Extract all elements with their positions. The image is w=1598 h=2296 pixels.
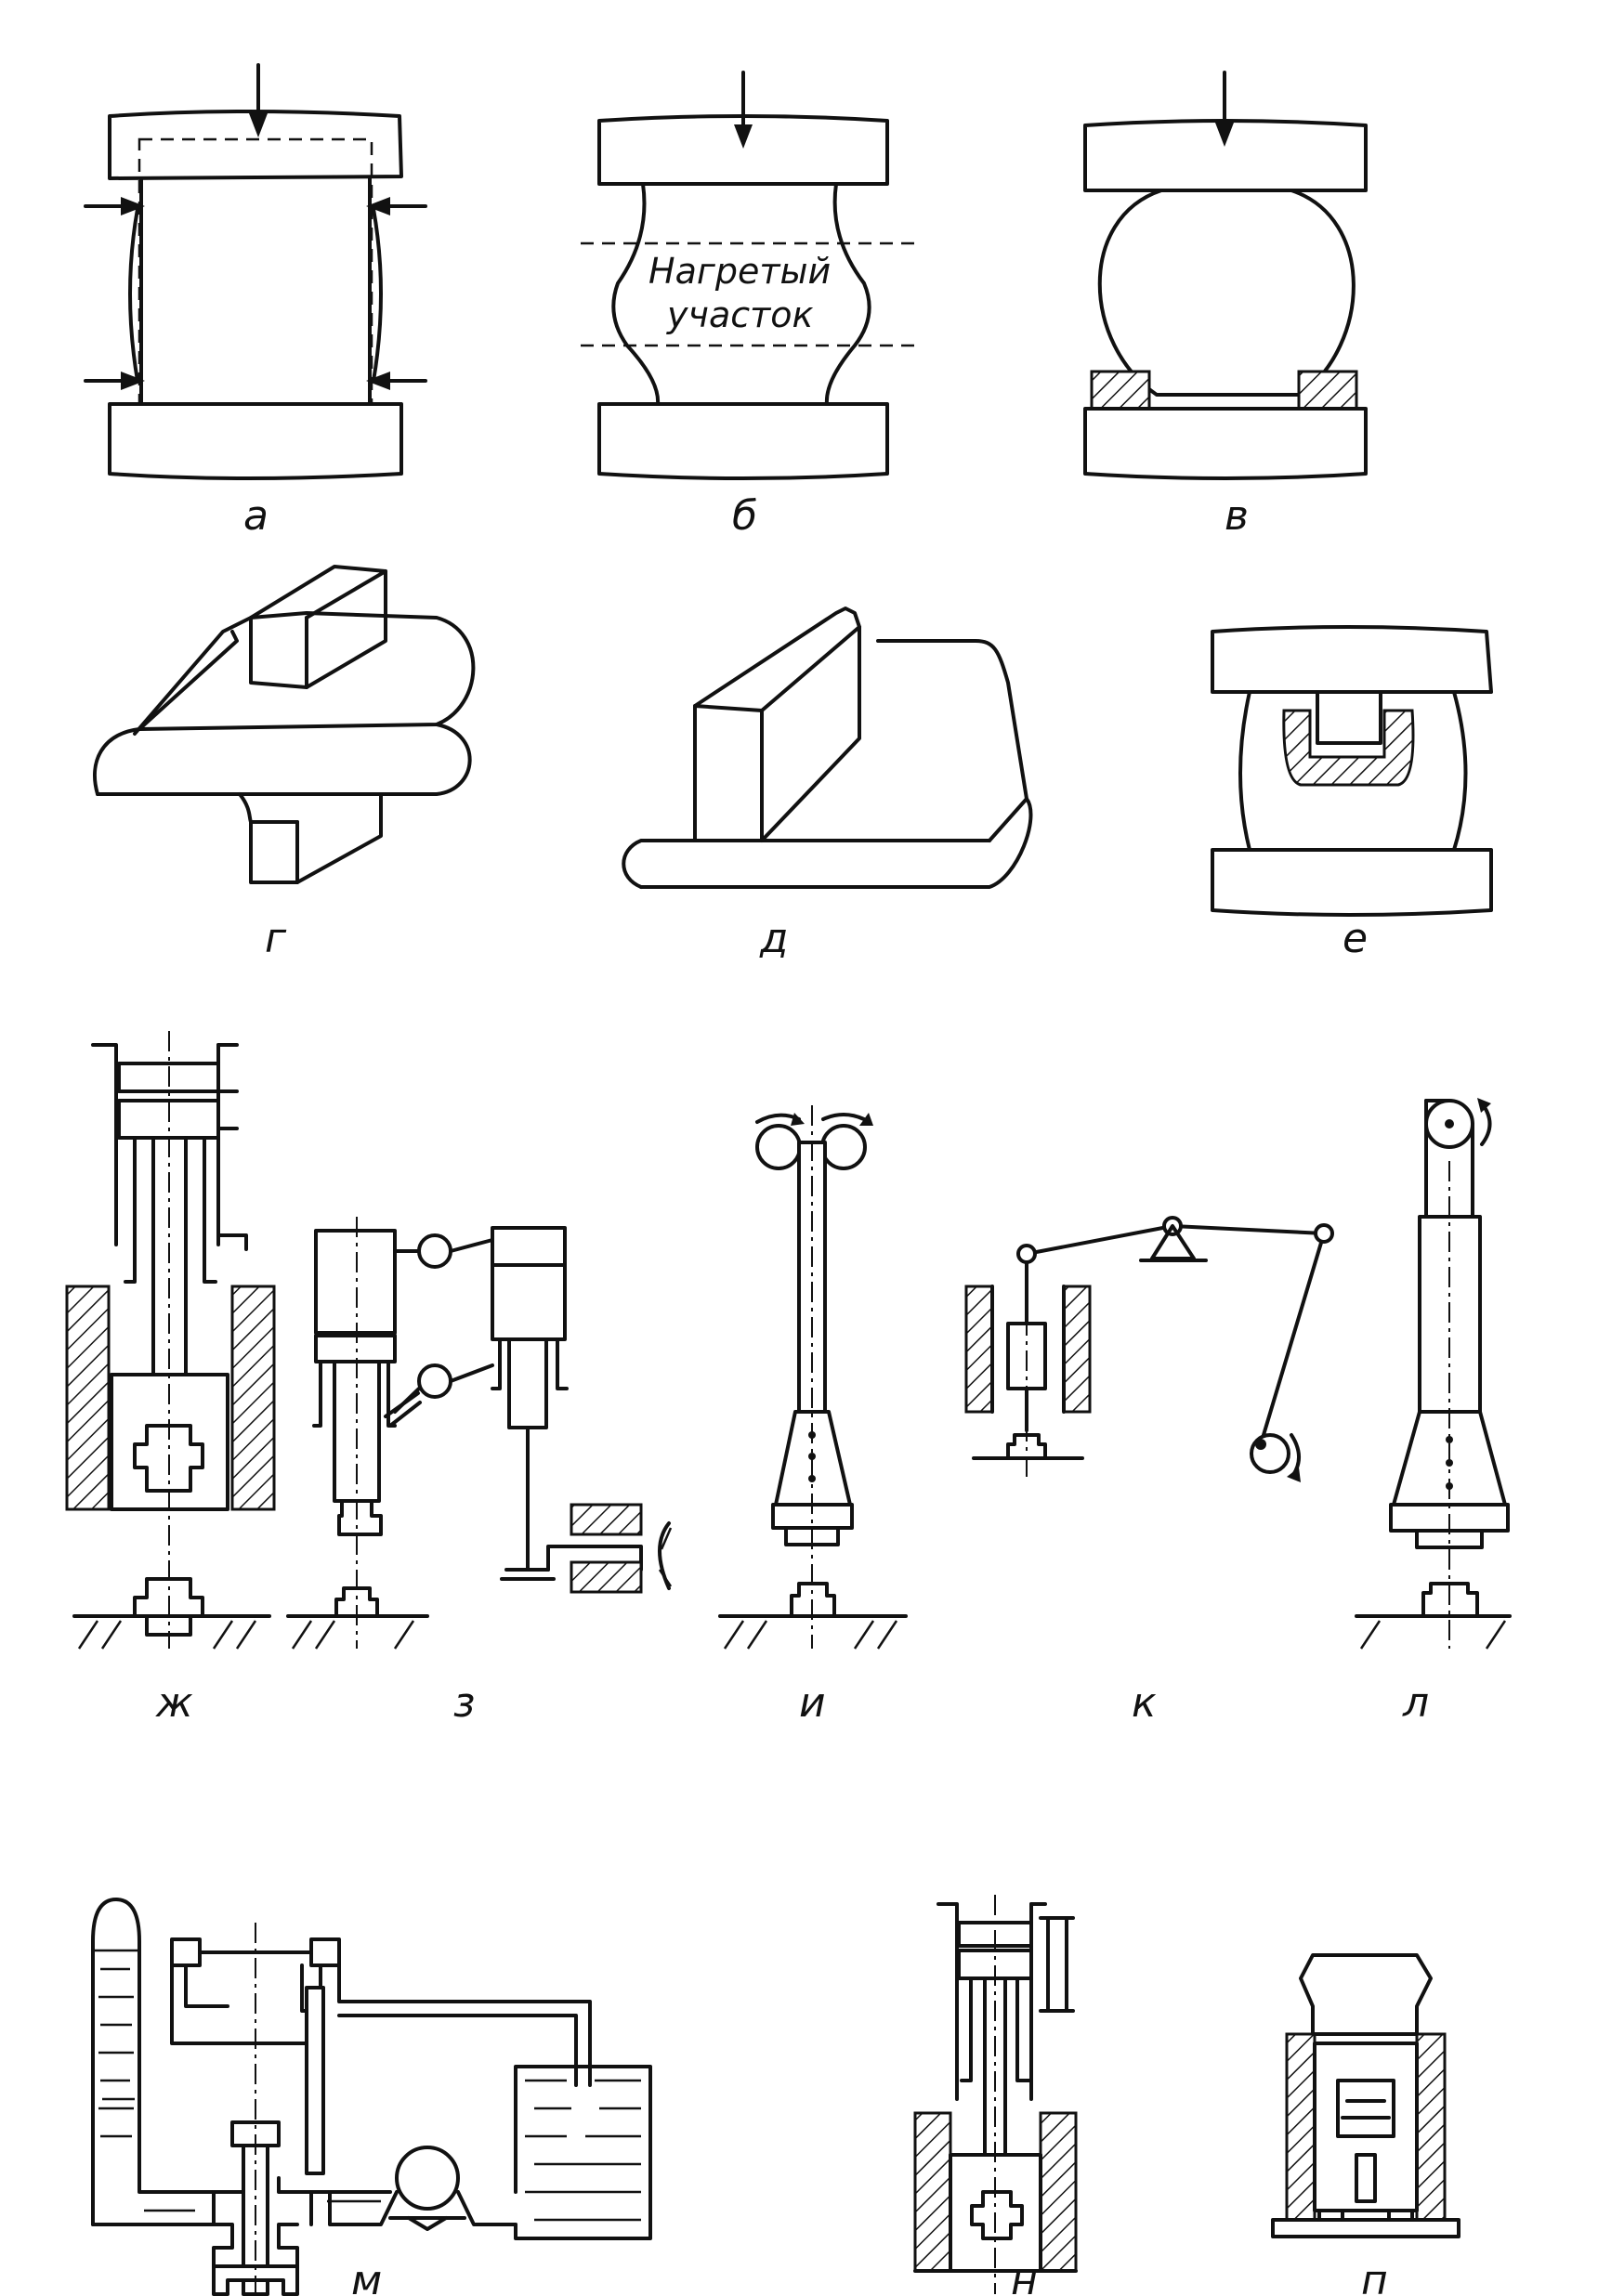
figure-e-label: е [1343,915,1368,962]
figure-v: в [1083,71,1368,540]
figure-e: е [1211,625,1493,962]
heated-zone-line2: участок [666,294,814,335]
figure-i: и [718,1105,908,1727]
figure-o-label: п [1361,2257,1388,2296]
figure-k-label: к [1132,1679,1157,1727]
figure-k: к [964,1216,1334,1727]
figure-m: м [91,1898,652,2296]
figure-n-label: н [1011,2257,1038,2296]
figure-zh-label: ж [155,1679,193,1727]
figure-v-label: в [1225,492,1249,540]
figure-d-label: д [759,915,788,962]
figure-o: п [1271,1953,1460,2296]
figure-i-label: и [799,1679,826,1727]
figure-z-label: з [453,1679,475,1727]
figure-n: н [913,1895,1078,2296]
figure-l-label: л [1402,1679,1429,1727]
figure-g: г [93,565,476,962]
figure-a-label: а [243,492,269,540]
figure-m-label: м [351,2257,382,2296]
figure-b: Нагретый участок б [581,71,915,540]
figure-g-label: г [265,915,287,962]
figure-b-label: б [732,492,757,540]
figure-l: л [1355,1098,1512,1727]
heated-zone-line1: Нагретый [648,251,831,292]
figure-d: д [622,607,1033,962]
figure-a: а [84,63,427,540]
figure-zh: ж [65,1031,276,1727]
figure-z: з [286,1217,673,1727]
